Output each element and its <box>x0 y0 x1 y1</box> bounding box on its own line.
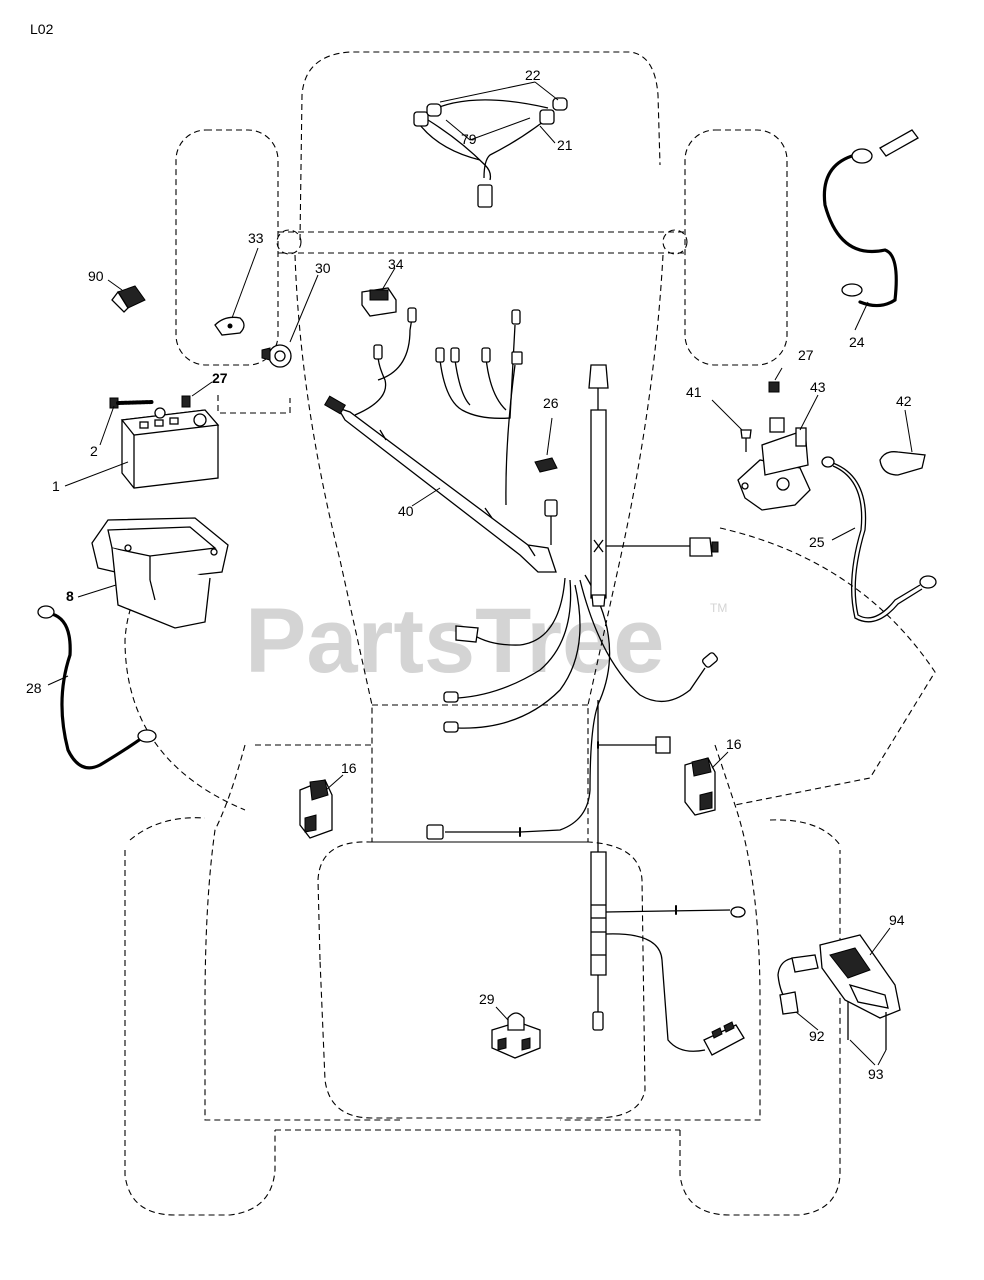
switch-34 <box>361 267 397 317</box>
callout-24: 24 <box>849 334 865 350</box>
watermark-tm: TM <box>710 601 727 615</box>
page-code: L02 <box>30 21 54 37</box>
callout-40: 40 <box>398 503 414 519</box>
callout-28: 28 <box>26 680 42 696</box>
fuse-26 <box>534 417 558 473</box>
bolt-2 <box>99 397 154 446</box>
callout-16-right: 16 <box>726 736 742 752</box>
switch-16-right <box>684 751 729 816</box>
harness-spine <box>588 364 746 1056</box>
boot-42 <box>879 409 926 476</box>
callout-8: 8 <box>66 588 74 604</box>
callout-26: 26 <box>543 395 559 411</box>
tractor-outline <box>124 51 936 1216</box>
callout-16-left: 16 <box>341 760 357 776</box>
cable-25 <box>821 456 937 623</box>
callout-27-left: 27 <box>212 370 228 386</box>
module-94 <box>777 927 901 1066</box>
headlight-left <box>413 111 429 127</box>
callout-42: 42 <box>896 393 912 409</box>
ground-cable-24 <box>822 129 919 331</box>
callout-22: 22 <box>525 67 541 83</box>
callout-25: 25 <box>809 534 825 550</box>
callout-34: 34 <box>388 256 404 272</box>
seat-switch-29 <box>491 1006 541 1059</box>
callout-41: 41 <box>686 384 702 400</box>
callout-30: 30 <box>315 260 331 276</box>
ignition-switch-30 <box>261 274 319 368</box>
callout-94: 94 <box>889 912 905 928</box>
main-harness-40 <box>324 307 718 840</box>
callout-2: 2 <box>90 443 98 459</box>
bracket-33 <box>214 247 259 336</box>
headlight-harness <box>413 81 568 208</box>
battery-1 <box>64 407 220 489</box>
callout-29: 29 <box>479 991 495 1007</box>
callout-labels: 22 79 21 33 30 34 90 27 2 1 8 28 40 26 2… <box>26 67 912 1082</box>
nut-27-left <box>181 381 213 408</box>
callout-27-right: 27 <box>798 347 814 363</box>
ground-cable-28 <box>37 605 157 770</box>
callout-79: 79 <box>461 131 477 147</box>
callout-90: 90 <box>88 268 104 284</box>
battery-tray-8 <box>77 517 229 629</box>
callout-1: 1 <box>52 478 60 494</box>
solenoid-43 <box>711 367 819 511</box>
callout-43: 43 <box>810 379 826 395</box>
callout-21: 21 <box>557 137 573 153</box>
module-90 <box>107 279 146 313</box>
switch-16-left <box>299 774 344 839</box>
callout-93: 93 <box>868 1066 884 1082</box>
callout-33: 33 <box>248 230 264 246</box>
callout-92: 92 <box>809 1028 825 1044</box>
headlight-connector <box>477 184 493 208</box>
headlight-right <box>539 109 555 125</box>
watermark: PartsTree <box>245 590 664 692</box>
